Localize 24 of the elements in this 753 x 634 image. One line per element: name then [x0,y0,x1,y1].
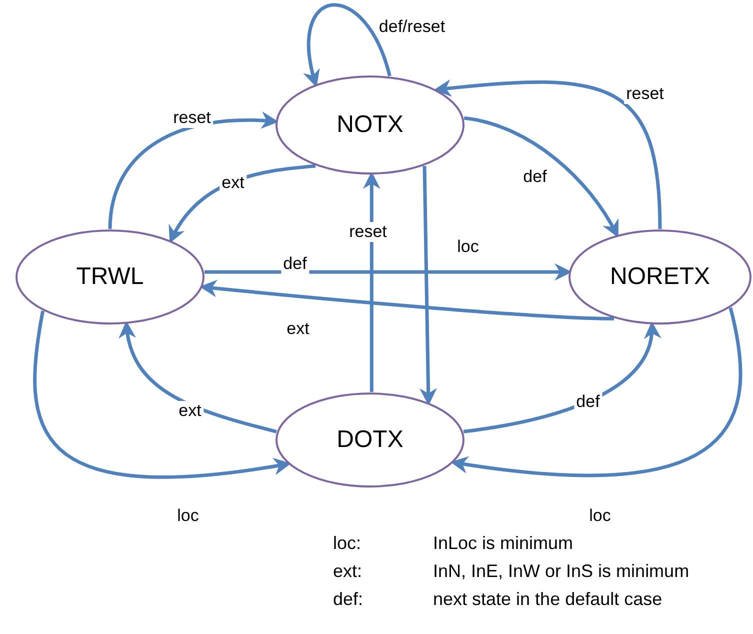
edge-label: ext [220,173,246,193]
arrow [362,172,380,392]
arrow [204,263,572,281]
legend-key: ext: [333,561,433,582]
edge-label: def [281,254,309,274]
arrow [199,280,614,320]
legend-key: def: [333,589,433,610]
arrow [33,310,292,479]
arrow [120,320,277,434]
legend-description: InN, InE, InW or InS is minimum [433,561,690,582]
edge-label: def [574,392,602,412]
edge-label: reset [347,222,389,242]
arrow [304,3,392,88]
arrow [450,307,742,478]
state-name: DOTX [336,426,404,454]
state-name: TRWL [76,263,144,291]
arrow [434,80,662,230]
state-name: NOTX [336,111,404,139]
legend-description: InLoc is minimum [433,533,574,554]
arrow [420,166,437,406]
legend-key: loc: [333,533,433,554]
arrow [464,116,618,238]
state-name: NORETX [610,263,710,291]
legend-description: next state in the default case [433,589,664,610]
